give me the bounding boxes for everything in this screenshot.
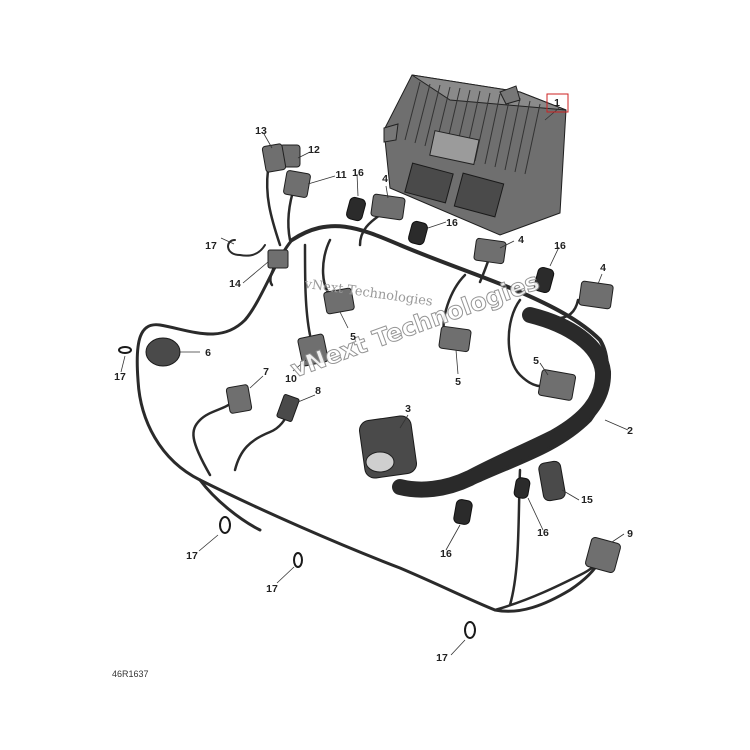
connector-7 (225, 384, 253, 414)
connector-5b (438, 325, 472, 353)
callout-13: 13 (255, 125, 267, 137)
callout-4b: 4 (518, 234, 524, 246)
connector-4a (370, 193, 406, 221)
callout-5b: 5 (455, 376, 461, 388)
callout-17a: 17 (205, 240, 217, 252)
callout-1-highlight-box (546, 93, 569, 113)
connector-4c (578, 280, 614, 310)
clip-16a (346, 196, 366, 222)
callout-16e: 16 (537, 527, 549, 539)
callout-5a: 5 (350, 331, 356, 343)
main-harness (135, 168, 611, 613)
callout-9: 9 (627, 528, 633, 540)
fuse-14 (267, 249, 289, 269)
callout-3: 3 (405, 403, 411, 415)
callout-4c: 4 (600, 262, 606, 274)
clip-16e (513, 477, 531, 499)
ecu-module (383, 74, 567, 236)
callout-1: 1 (554, 97, 560, 109)
callout-17d: 17 (266, 583, 278, 595)
callout-16d: 16 (440, 548, 452, 560)
tie-17d (464, 621, 476, 639)
callout-labels: 1 2 3 4 4 4 5 5 5 6 7 8 9 10 11 12 13 14… (114, 93, 633, 664)
callout-17e: 17 (436, 652, 448, 664)
connector-4b (473, 237, 507, 265)
callout-4a: 4 (382, 173, 388, 185)
callout-8: 8 (315, 385, 321, 397)
clip-16d (453, 499, 473, 525)
connector-8 (276, 394, 300, 422)
sensor-6 (145, 337, 181, 367)
callout-16c: 16 (554, 240, 566, 252)
ecu-cooling-fins (404, 81, 541, 175)
callout-16b: 16 (446, 217, 458, 229)
callout-14: 14 (229, 278, 241, 290)
sensor-3 (359, 415, 417, 479)
sensor-15 (538, 460, 566, 502)
callout-10: 10 (285, 373, 297, 385)
callout-5c: 5 (533, 355, 539, 367)
callout-6: 6 (205, 347, 211, 359)
connector-11 (283, 170, 311, 198)
connector-10 (297, 333, 329, 367)
callout-17b: 17 (114, 371, 126, 383)
connector-13 (261, 143, 287, 173)
connector-5c (537, 369, 577, 401)
figure-code: 46R1637 (112, 669, 149, 679)
callout-17c: 17 (186, 550, 198, 562)
watermark: vNext Technologies vNext Technologies (287, 267, 544, 384)
connector-5a (323, 287, 355, 315)
callout-7: 7 (263, 366, 269, 378)
tie-17b (219, 516, 231, 534)
callout-11: 11 (335, 169, 346, 181)
tie-17c (293, 552, 303, 568)
callout-16a: 16 (352, 167, 364, 179)
callout-15: 15 (581, 494, 593, 506)
connector-9 (585, 537, 621, 573)
clip-16c (533, 266, 555, 294)
clip-16b (408, 220, 428, 246)
watermark-line-text: vNext Technologies (303, 277, 434, 310)
tie-17a (118, 346, 132, 354)
callout-2: 2 (627, 425, 633, 437)
leader-lines (120, 107, 629, 656)
callout-12: 12 (308, 144, 320, 156)
